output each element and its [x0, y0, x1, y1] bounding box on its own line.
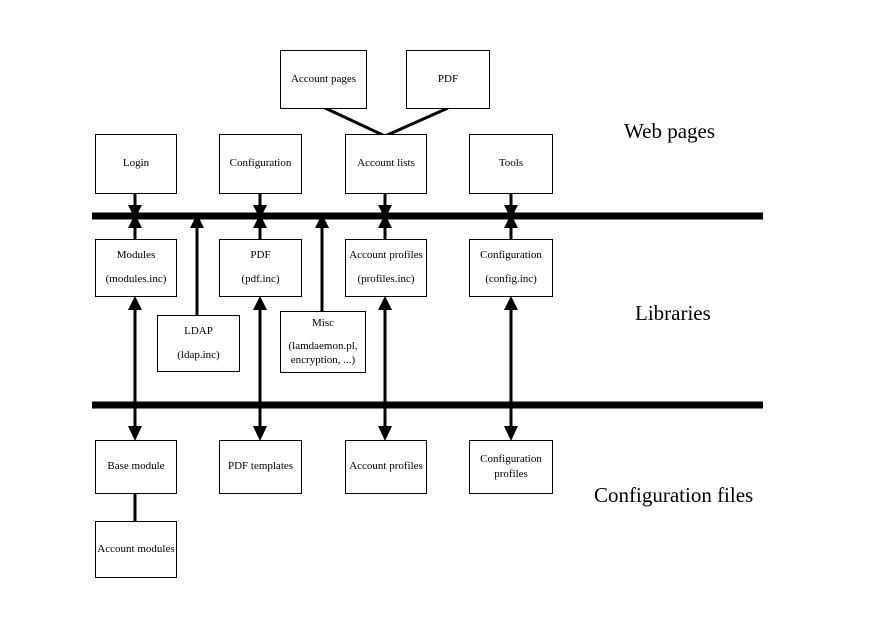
node-account-pages[interactable]: Account pages [280, 50, 367, 109]
node-ldap-lib-title: LDAP [184, 324, 213, 337]
connector-pdf-templates-to-pdf-lib [253, 296, 267, 403]
node-modules-lib-filename: (modules.inc) [105, 273, 167, 285]
node-account-profiles-files-title: Account profiles [349, 460, 423, 473]
node-base-module[interactable]: Base module [95, 440, 177, 494]
connector-account-profiles-lib-up [378, 214, 392, 240]
node-ldap-lib[interactable]: LDAP (ldap.inc) [157, 315, 240, 372]
node-account-profiles-lib[interactable]: Account profiles (profiles.inc) [345, 239, 427, 297]
connector-profiles-to-profiles-lib [378, 296, 392, 403]
node-account-profiles-lib-filename: (profiles.inc) [357, 273, 415, 285]
node-login-title: Login [122, 157, 150, 170]
node-misc-lib-filename: (lamdaemon.pl, encryption, ...) [288, 339, 358, 366]
node-configuration-web-title: Configuration [229, 157, 292, 170]
node-pdf-lib-filename: (pdf.inc) [241, 273, 280, 285]
node-misc-lib[interactable]: Misc (lamdaemon.pl, encryption, ...) [280, 311, 366, 373]
node-modules-lib-title: Modules [116, 249, 156, 262]
node-account-modules[interactable]: Account modules [95, 521, 177, 578]
node-account-pages-title: Account pages [290, 72, 357, 85]
node-pdf-templates-title: PDF templates [227, 460, 294, 473]
node-account-lists-title: Account lists [357, 157, 415, 170]
connector-login-down [128, 193, 142, 219]
connector-configprofiles-to-config-lib [504, 296, 518, 403]
node-tools-title: Tools [498, 157, 524, 170]
node-pdf-top[interactable]: PDF [406, 50, 490, 109]
node-base-module-title: Base module [107, 460, 165, 473]
node-pdf-templates[interactable]: PDF templates [219, 440, 302, 494]
connector-pdf-lib-up [253, 214, 267, 240]
band-label-configuration-files: Configuration files [594, 483, 754, 507]
node-pdf-lib-title: PDF [250, 249, 271, 262]
node-configuration-web[interactable]: Configuration [219, 134, 302, 194]
band-label-web-pages: Web pages [624, 119, 716, 143]
node-configuration-lib-filename: (config.inc) [485, 273, 537, 285]
node-account-lists[interactable]: Account lists [345, 134, 427, 194]
node-configuration-lib-title: Configuration [480, 249, 542, 262]
connector-merge-to-account-lists [324, 106, 449, 138]
node-pdf-top-title: PDF [437, 72, 459, 85]
node-configuration-lib[interactable]: Configuration (config.inc) [469, 239, 553, 297]
connector-modules-up [128, 214, 142, 240]
connector-tools-down [504, 193, 518, 219]
node-misc-lib-title: Misc [312, 316, 334, 329]
connector-account-lists-down [378, 193, 392, 219]
node-account-profiles-lib-title: Account profiles [349, 249, 423, 262]
node-modules-lib[interactable]: Modules (modules.inc) [95, 239, 177, 297]
node-login[interactable]: Login [95, 134, 177, 194]
node-account-modules-title: Account modules [97, 542, 175, 555]
node-configuration-profiles[interactable]: Configuration profiles [469, 440, 553, 494]
band-label-libraries: Libraries [635, 301, 711, 325]
connector-configuration-lib-up [504, 214, 518, 240]
node-account-profiles-files[interactable]: Account profiles [345, 440, 427, 494]
node-ldap-lib-filename: (ldap.inc) [177, 348, 220, 361]
connector-configuration-web-down [253, 193, 267, 219]
connector-base-module-to-modules [128, 296, 142, 403]
node-configuration-profiles-title: Configuration profiles [480, 453, 542, 480]
connector-ldap-up [190, 214, 204, 315]
node-pdf-lib[interactable]: PDF (pdf.inc) [219, 239, 302, 297]
node-tools[interactable]: Tools [469, 134, 553, 194]
connector-misc-up [315, 214, 329, 311]
